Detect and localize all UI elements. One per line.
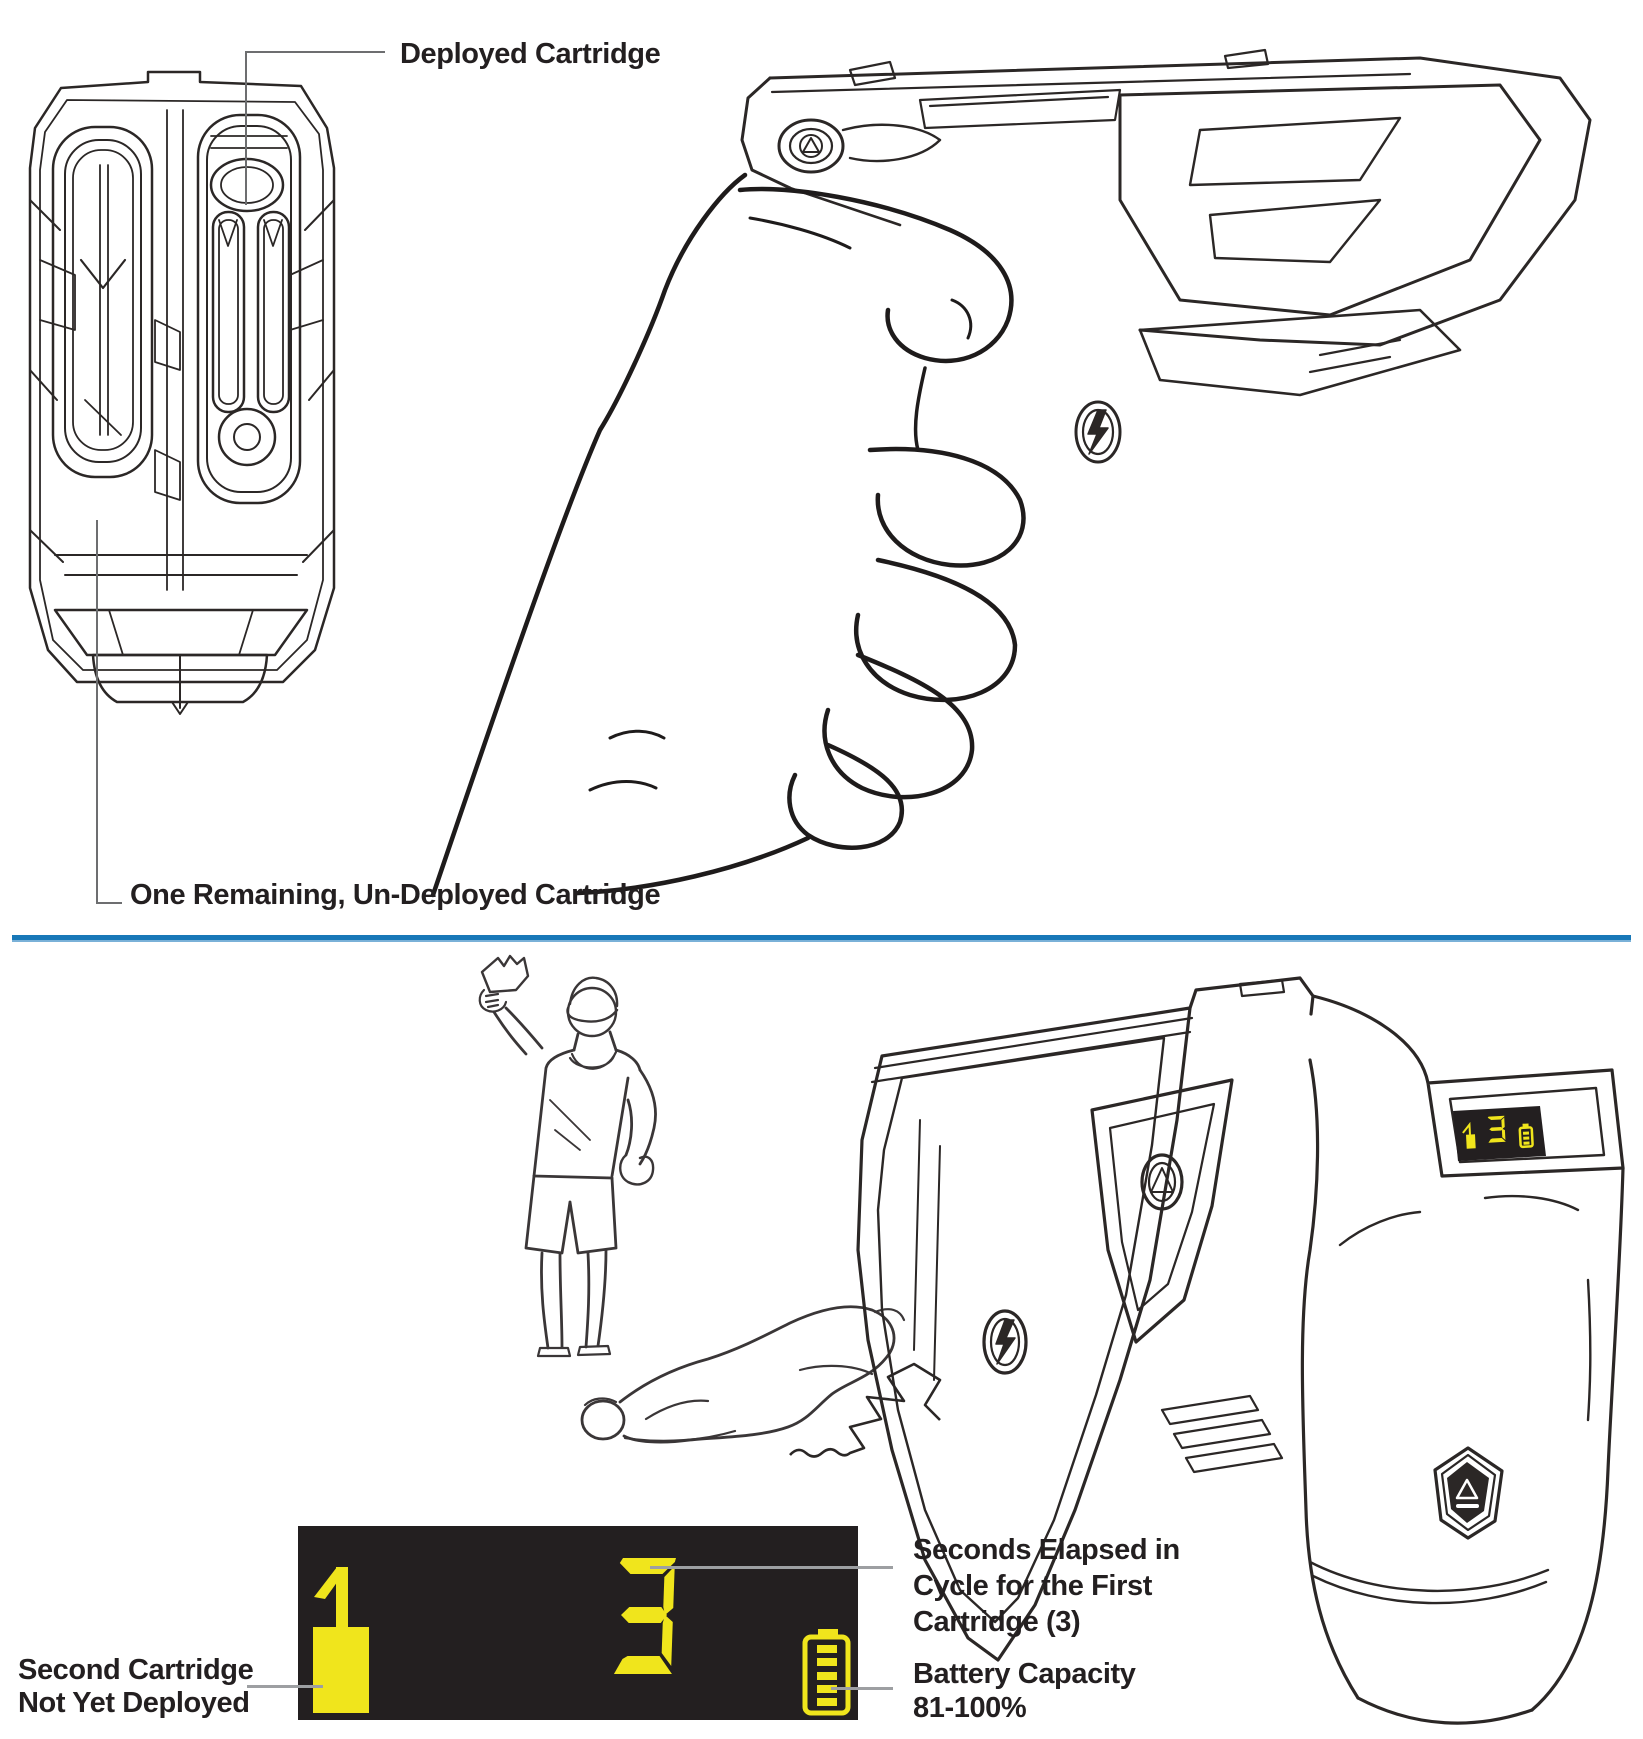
- warning-triangle-icon: [1433, 1446, 1504, 1540]
- deployed-cartridge-leader-h: [246, 51, 385, 53]
- delta-logo-icon: [777, 118, 942, 174]
- seconds-leader: [650, 1566, 893, 1569]
- cid-display-panel: [298, 1526, 858, 1720]
- label-deployed-cartridge: Deployed Cartridge: [400, 38, 661, 70]
- label-seconds-elapsed: Seconds Elapsed in Cycle for the First C…: [913, 1532, 1180, 1640]
- lightning-bolt-button-icon: [982, 1309, 1028, 1375]
- mini-cartridge-indicator-icon: [1462, 1121, 1476, 1149]
- one-remaining-leader-v: [96, 520, 98, 904]
- mini-battery-icon: [1518, 1123, 1534, 1149]
- label-line: Seconds Elapsed in: [913, 1534, 1180, 1566]
- standing-subject: [478, 954, 657, 1358]
- deployment-scene-illustration: [478, 954, 1625, 1725]
- one-remaining-leader-h: [96, 902, 122, 904]
- mini-seconds-digit: [1487, 1115, 1506, 1143]
- device-rear-illustration: [856, 976, 1625, 1725]
- label-line: Battery Capacity: [913, 1658, 1136, 1690]
- lightning-bolt-button-icon: [1074, 400, 1122, 464]
- label-line: Cycle for the First: [913, 1570, 1152, 1602]
- label-line: Cartridge (3): [913, 1606, 1081, 1638]
- deployed-cartridge-leader-v: [245, 51, 247, 205]
- label-line: 81-100%: [913, 1692, 1027, 1724]
- label-one-remaining: One Remaining, Un-Deployed Cartridge: [130, 879, 661, 911]
- second-cartridge-leader: [247, 1685, 323, 1688]
- hand-holding-device-illustration: [430, 48, 1592, 898]
- hand-outline: [430, 172, 1026, 898]
- label-line: Not Yet Deployed: [18, 1687, 250, 1719]
- section-divider: [12, 935, 1631, 942]
- battery-full-icon: [802, 1629, 851, 1716]
- dart-wires: [789, 1362, 942, 1458]
- device-display-glyphs: [1462, 1115, 1534, 1149]
- label-battery-capacity: Battery Capacity 81-100%: [913, 1657, 1136, 1725]
- label-second-cartridge: Second Cartridge Not Yet Deployed: [18, 1654, 254, 1720]
- fallen-person: [580, 1305, 906, 1444]
- seconds-digit: [613, 1558, 676, 1674]
- delta-logo-icon: [1140, 1153, 1184, 1211]
- battery-leader: [831, 1687, 893, 1690]
- label-line: Second Cartridge: [18, 1654, 254, 1686]
- cartridge-bay-front-illustration: [28, 70, 336, 715]
- cartridge-indicator-icon: [313, 1567, 369, 1713]
